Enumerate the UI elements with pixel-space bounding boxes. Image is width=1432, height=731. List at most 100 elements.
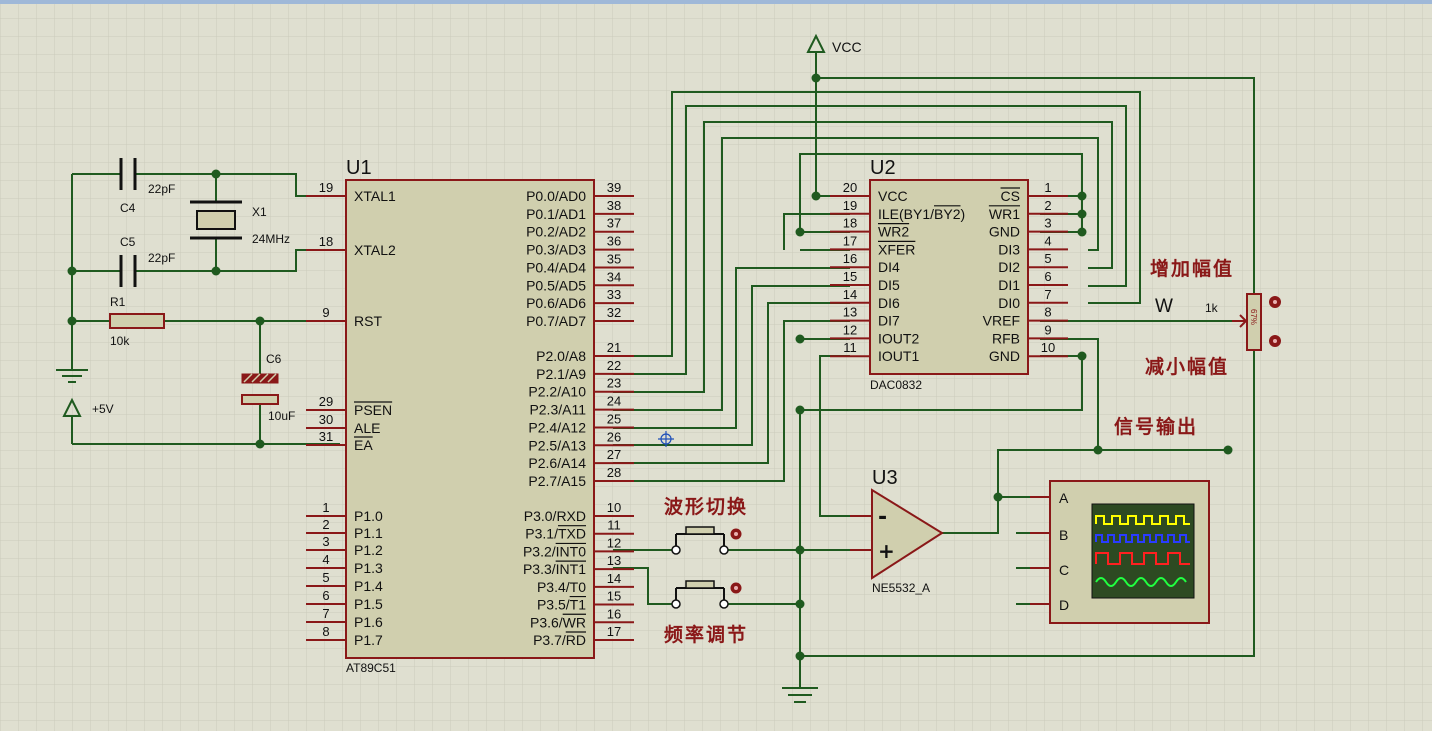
button-waveform-switch[interactable] xyxy=(671,526,742,555)
pin-name: P3.6/WR xyxy=(530,614,586,630)
crystal-plates xyxy=(190,200,242,240)
pin-name: DI7 xyxy=(878,313,900,329)
pin-number: 13 xyxy=(607,553,621,568)
capacitor-c5[interactable]: C5 22pF xyxy=(119,235,175,287)
potentiometer[interactable]: 67% 1k W xyxy=(1155,293,1281,351)
pin-number: 27 xyxy=(607,447,621,462)
pin-6[interactable]: 6P1.5 xyxy=(306,588,383,612)
x1-value: 24MHz xyxy=(252,232,290,246)
pin-name: P3.2/INT0 xyxy=(523,543,586,559)
crosshair-cursor-icon xyxy=(658,431,674,447)
pin-5[interactable]: 5P1.4 xyxy=(306,570,383,594)
pin-name: CS xyxy=(1001,188,1020,204)
resistor-r1[interactable]: R1 10k xyxy=(109,295,165,348)
chip-u1[interactable]: U1 AT89C51 19XTAL118XTAL29RST29PSEN30ALE… xyxy=(306,157,634,675)
pin-3[interactable]: 3P1.2 xyxy=(306,534,383,558)
u2-left-pins: 20VCC19ILE(BY1/BY2)18WR217XFER16DI415DI5… xyxy=(830,180,965,364)
oscilloscope[interactable]: A B C D xyxy=(1030,480,1210,624)
switch-terminal xyxy=(671,545,681,555)
pin-number: 12 xyxy=(607,535,621,550)
pin-name: P0.1/AD1 xyxy=(526,206,586,222)
pin-4[interactable]: 4P1.3 xyxy=(306,552,383,576)
pin-name: P1.6 xyxy=(354,614,383,630)
pin-name: P1.5 xyxy=(354,596,383,612)
pin-name: P0.6/AD6 xyxy=(526,295,586,311)
u3-part: NE5532_A xyxy=(872,581,930,595)
pot-increase-highlight xyxy=(1273,300,1277,304)
pin-8[interactable]: 8P1.7 xyxy=(306,624,383,648)
pin-7[interactable]: 7P1.6 xyxy=(306,606,383,630)
pin-number: 18 xyxy=(843,216,857,231)
capacitor-c4[interactable]: C4 22pF xyxy=(119,158,175,215)
polarized-hatch xyxy=(243,373,277,383)
pin-2[interactable]: 2P1.1 xyxy=(306,517,383,541)
chip-u2[interactable]: U2 DAC0832 20VCC19ILE(BY1/BY2)18WR217XFE… xyxy=(830,157,1068,392)
crystal-x1[interactable]: X1 24MHz xyxy=(190,200,290,246)
pin-number: 18 xyxy=(319,234,333,249)
pin-name: DI3 xyxy=(998,241,1020,257)
pin-1[interactable]: 1CS xyxy=(1001,180,1068,204)
pin-1[interactable]: 1P1.0 xyxy=(306,500,383,524)
r1-value: 10k xyxy=(110,334,130,348)
capacitor-c6[interactable]: C6 10uF xyxy=(241,352,295,423)
opamp-u3[interactable]: U3 - + NE5532_A xyxy=(850,467,944,595)
button-frequency-adjust[interactable] xyxy=(671,580,742,609)
pin-name: IOUT2 xyxy=(878,330,919,346)
pin-number: 8 xyxy=(322,624,329,639)
pin-name: DI6 xyxy=(878,295,900,311)
pin-number: 17 xyxy=(843,233,857,248)
pin-number: 16 xyxy=(607,606,621,621)
pin-number: 1 xyxy=(322,500,329,515)
